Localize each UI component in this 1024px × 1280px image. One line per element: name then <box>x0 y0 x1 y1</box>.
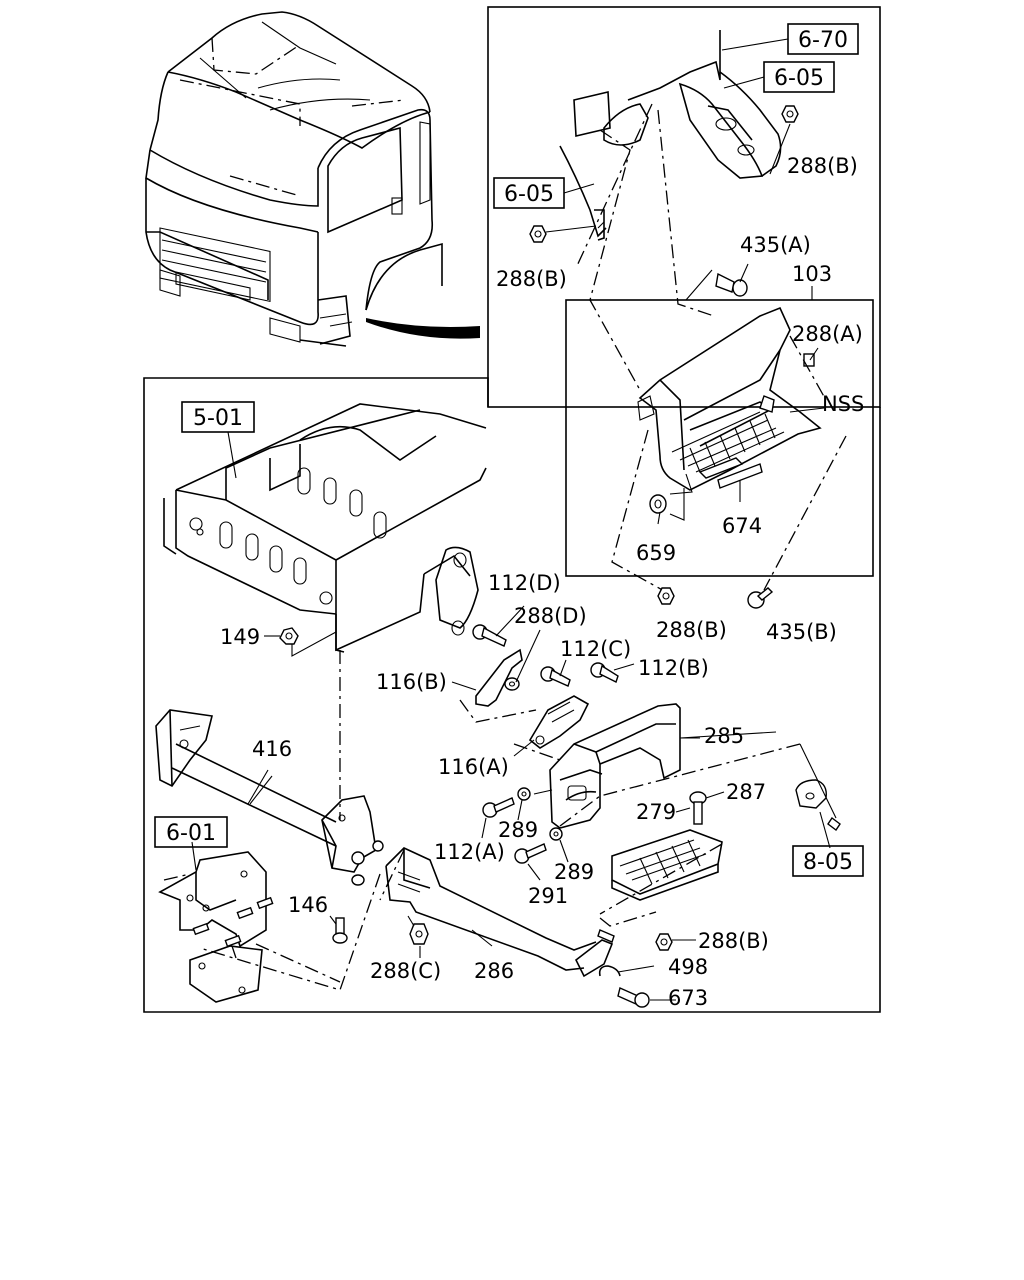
part-label-673: 673 <box>668 986 708 1010</box>
part-label-285: 285 <box>704 724 744 748</box>
washer-icon <box>517 787 531 801</box>
ref-box-6-05-top[interactable]: 6-05 <box>723 61 835 93</box>
step-support-tubes <box>155 709 696 1008</box>
bolt-icon <box>715 272 748 297</box>
part-label-112d: 112(D) <box>488 571 561 595</box>
bolt-icon <box>332 917 348 944</box>
nut-icon <box>657 587 675 605</box>
part-label-286: 286 <box>474 959 514 983</box>
part-label-659: 659 <box>636 541 676 565</box>
cab-bracket-assembly <box>529 30 799 391</box>
nut-icon <box>279 627 299 645</box>
part-label-279: 279 <box>636 800 676 824</box>
ref-box-6-05-left-label: 6-05 <box>504 182 554 207</box>
ref-box-8-05-label: 8-05 <box>803 850 853 875</box>
panel-frames <box>143 6 881 1013</box>
truck-cab-illustration <box>145 11 480 347</box>
cab-leader-arrow <box>366 318 480 339</box>
ref-box-6-01-label: 6-01 <box>166 821 216 846</box>
part-label-289-a: 289 <box>498 818 538 842</box>
nut-icon <box>409 923 429 945</box>
part-label-116b: 116(B) <box>376 670 447 694</box>
part-label-nss: NSS <box>822 392 864 416</box>
grommet-icon <box>649 494 667 514</box>
part-label-112c: 112(C) <box>560 637 631 661</box>
part-label-498: 498 <box>668 955 708 979</box>
part-label-149: 149 <box>220 625 260 649</box>
ref-box-8-05[interactable]: 8-05 <box>792 845 864 877</box>
chassis-bracket-6-01 <box>158 841 341 1003</box>
step-bracket-parts <box>451 605 635 761</box>
part-label-288a: 288(A) <box>792 322 863 346</box>
nut-icon <box>655 933 673 951</box>
bolt-icon <box>540 666 571 687</box>
part-label-435a: 435(A) <box>740 233 811 257</box>
bolt-icon <box>590 662 619 683</box>
ref-box-6-70[interactable]: 6-70 <box>721 23 859 55</box>
part-label-674: 674 <box>722 514 762 538</box>
part-label-287: 287 <box>726 780 766 804</box>
ref-box-6-05-top-label: 6-05 <box>774 66 824 91</box>
ref-box-5-01[interactable]: 5-01 <box>181 401 255 479</box>
part-label-288b-bot: 288(B) <box>698 929 769 953</box>
part-label-291: 291 <box>528 884 568 908</box>
bolt-icon <box>747 587 774 609</box>
bolt-icon <box>482 797 515 818</box>
part-label-103: 103 <box>792 262 832 286</box>
chassis-frame-rail <box>163 403 487 820</box>
part-label-288c: 288(C) <box>370 959 441 983</box>
part-number-labels: 288(B) 288(B) 435(A) 103 288(A) NSS 674 … <box>220 154 864 1010</box>
nut-icon <box>529 225 547 243</box>
ref-box-6-70-label: 6-70 <box>798 28 848 53</box>
bolt-icon <box>514 843 547 864</box>
upper-right-panel-frame <box>487 6 881 408</box>
step-housing-assembly <box>611 269 847 609</box>
part-label-112b: 112(B) <box>638 656 709 680</box>
part-label-288d: 288(D) <box>514 604 587 628</box>
bolt-icon <box>689 791 707 825</box>
ref-box-6-01[interactable]: 6-01 <box>154 816 228 848</box>
part-label-288b-mid: 288(B) <box>656 618 727 642</box>
part-label-116a: 116(A) <box>438 755 509 779</box>
bolt-icon <box>617 987 650 1008</box>
washer-icon <box>504 677 520 691</box>
part-label-288b-left: 288(B) <box>496 267 567 291</box>
part-label-416: 416 <box>252 737 292 761</box>
lower-step-assembly <box>481 703 841 915</box>
part-label-435b: 435(B) <box>766 620 837 644</box>
part-label-289-b: 289 <box>554 860 594 884</box>
main-panel-frame <box>143 377 881 1013</box>
nut-icon <box>781 105 799 123</box>
reference-boxes: 6-70 6-05 6-05 5-01 6-01 8-05 <box>154 23 864 877</box>
bolt-icon <box>472 624 507 647</box>
washer-icon <box>549 827 563 841</box>
part-label-112a: 112(A) <box>434 840 505 864</box>
part-label-146: 146 <box>288 893 328 917</box>
part-label-288b-top: 288(B) <box>787 154 858 178</box>
ref-box-5-01-label: 5-01 <box>193 406 243 431</box>
ref-box-6-05-left[interactable]: 6-05 <box>493 177 595 209</box>
